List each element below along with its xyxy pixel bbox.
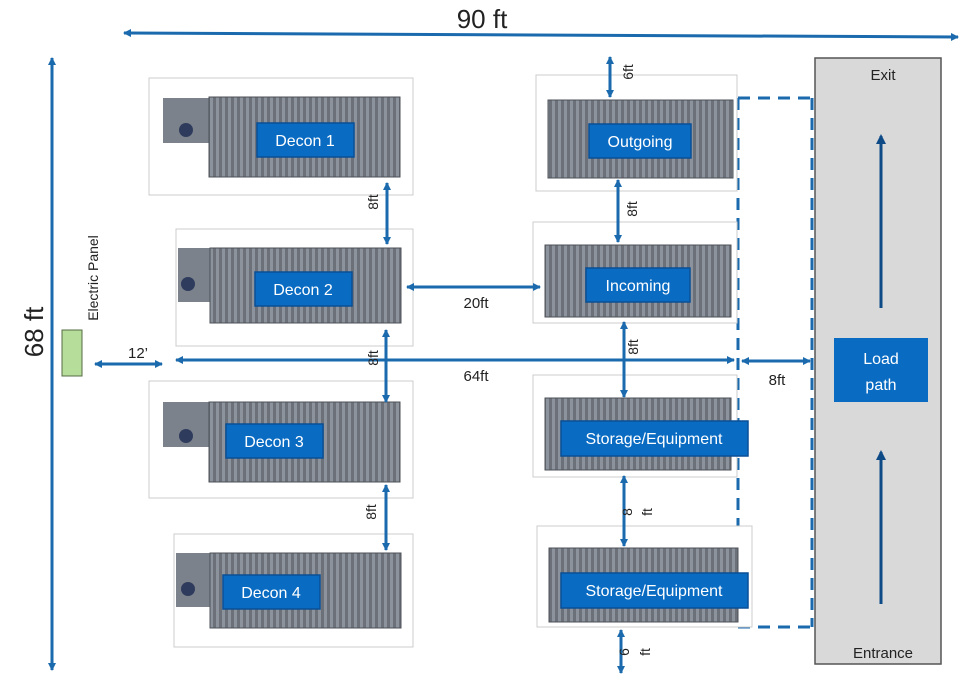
container-decon-2: Decon 2 bbox=[175, 228, 414, 347]
top-gap-label: 6ft bbox=[620, 64, 636, 80]
unit-label-box bbox=[585, 267, 691, 303]
unit-label-box bbox=[588, 123, 692, 159]
container-decon-4: Decon 4 bbox=[173, 533, 414, 648]
container-incoming: Incoming bbox=[532, 221, 738, 324]
electric-panel-box bbox=[61, 329, 83, 377]
main-aisle-label: 64ft bbox=[463, 368, 489, 385]
entrance-label: Entrance bbox=[853, 645, 913, 662]
unit-label: Outgoing bbox=[608, 134, 673, 151]
unit-label: Storage/Equipment bbox=[586, 583, 724, 600]
unit-label: Decon 4 bbox=[241, 585, 301, 602]
gap-decon3-decon4-label: 8ft bbox=[363, 504, 379, 520]
spacing-labels: 8ft 8ft 8ft 20ft 12’ 64ft 8ft 6ft 8ft 8f… bbox=[128, 64, 786, 656]
width-dimension: 90 ft bbox=[123, 4, 959, 41]
height-label: 68 ft bbox=[19, 306, 49, 357]
unit-label: Decon 3 bbox=[244, 434, 304, 451]
lane-gap-label: 8ft bbox=[769, 372, 787, 389]
load-path-line1: Load bbox=[863, 351, 899, 368]
hvac-icon bbox=[179, 429, 193, 443]
container-outgoing: Outgoing bbox=[535, 74, 738, 192]
load-path-lane: Exit Entrance Load path bbox=[814, 57, 942, 665]
unit-label: Storage/Equipment bbox=[586, 431, 724, 448]
height-dimension: 68 ft bbox=[19, 57, 56, 671]
hvac-icon bbox=[179, 123, 193, 137]
hvac-icon bbox=[181, 582, 195, 596]
gap-decon2-decon3-label: 8ft bbox=[365, 350, 381, 366]
hvac-icon bbox=[181, 277, 195, 291]
electric-panel: Electric Panel bbox=[61, 235, 101, 377]
gap-incoming-storage-label: 8ft bbox=[625, 339, 641, 355]
gap-outgoing-incoming-label: 8ft bbox=[624, 201, 640, 217]
load-path-box bbox=[834, 338, 928, 402]
gap-row-label: 20ft bbox=[463, 295, 489, 312]
gap-storage-storage-label-a: 8 bbox=[619, 508, 635, 516]
unit-label: Decon 2 bbox=[273, 282, 333, 299]
unit-label-box bbox=[225, 423, 324, 459]
container-decon-3: Decon 3 bbox=[148, 380, 414, 499]
electric-panel-label: Electric Panel bbox=[85, 235, 101, 321]
unit-label: Decon 1 bbox=[275, 133, 335, 150]
container-storage-1: Storage/Equipment bbox=[532, 374, 749, 478]
panel-gap-label: 12’ bbox=[128, 345, 148, 362]
exit-label: Exit bbox=[870, 67, 896, 84]
gap-storage-storage-label-b: ft bbox=[639, 508, 655, 516]
bottom-gap-label-a: 6 bbox=[616, 648, 632, 656]
bottom-gap-label-b: ft bbox=[637, 648, 653, 656]
gap-decon1-decon2-label: 8ft bbox=[365, 194, 381, 210]
unit-label-box bbox=[254, 271, 353, 307]
container-storage-2: Storage/Equipment bbox=[536, 525, 753, 628]
container-decon-1: Decon 1 bbox=[148, 77, 414, 196]
unit-label-box bbox=[256, 122, 355, 158]
unit-label: Incoming bbox=[606, 278, 671, 295]
width-label: 90 ft bbox=[457, 4, 508, 34]
container-unit bbox=[176, 553, 210, 607]
spacing-arrows bbox=[94, 56, 811, 674]
unit-label-box bbox=[222, 574, 321, 610]
load-path-line2: path bbox=[865, 377, 896, 394]
unit-label-box bbox=[560, 420, 749, 457]
container-unit bbox=[178, 248, 210, 302]
unit-label-box bbox=[560, 572, 749, 609]
